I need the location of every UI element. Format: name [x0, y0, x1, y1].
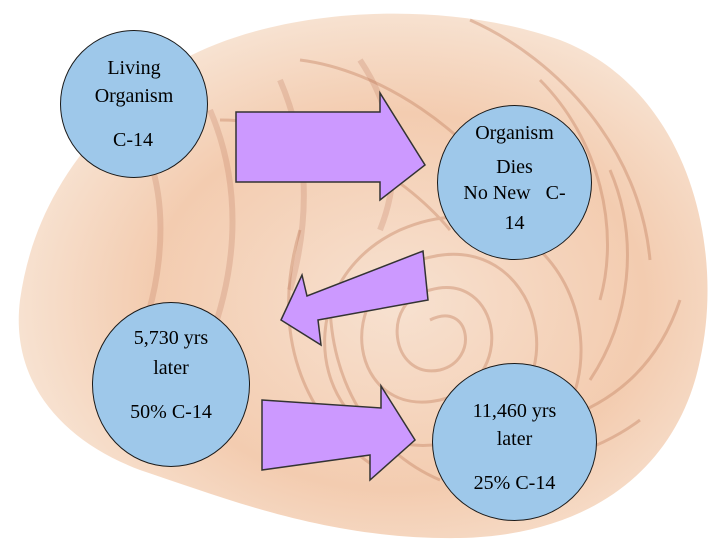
- living-line-1: Living: [107, 57, 161, 79]
- half-line-2: later: [153, 357, 189, 379]
- dies-line-1: Organism: [475, 122, 554, 144]
- quarter-line-3: 25% C-14: [473, 472, 556, 494]
- quarter-line-1: 11,460 yrs: [472, 400, 557, 422]
- living-line-3: C-14: [113, 129, 153, 151]
- node-living-organism: Living Organism C-14: [60, 30, 208, 178]
- node-5730-years: 5,730 yrs later 50% C-14: [92, 302, 250, 467]
- living-line-2: Organism: [94, 85, 174, 107]
- dies-line-4: 14: [504, 212, 525, 234]
- node-11460-years: 11,460 yrs later 25% C-14: [432, 363, 597, 521]
- quarter-line-2: later: [496, 428, 533, 450]
- half-line-3: 50% C-14: [130, 401, 212, 423]
- half-line-1: 5,730 yrs: [133, 327, 209, 349]
- dies-line-2: Dies: [496, 156, 533, 178]
- node-organism-dies: Organism Dies No New C- 14: [437, 105, 592, 260]
- dies-line-3: No New C-: [463, 182, 566, 204]
